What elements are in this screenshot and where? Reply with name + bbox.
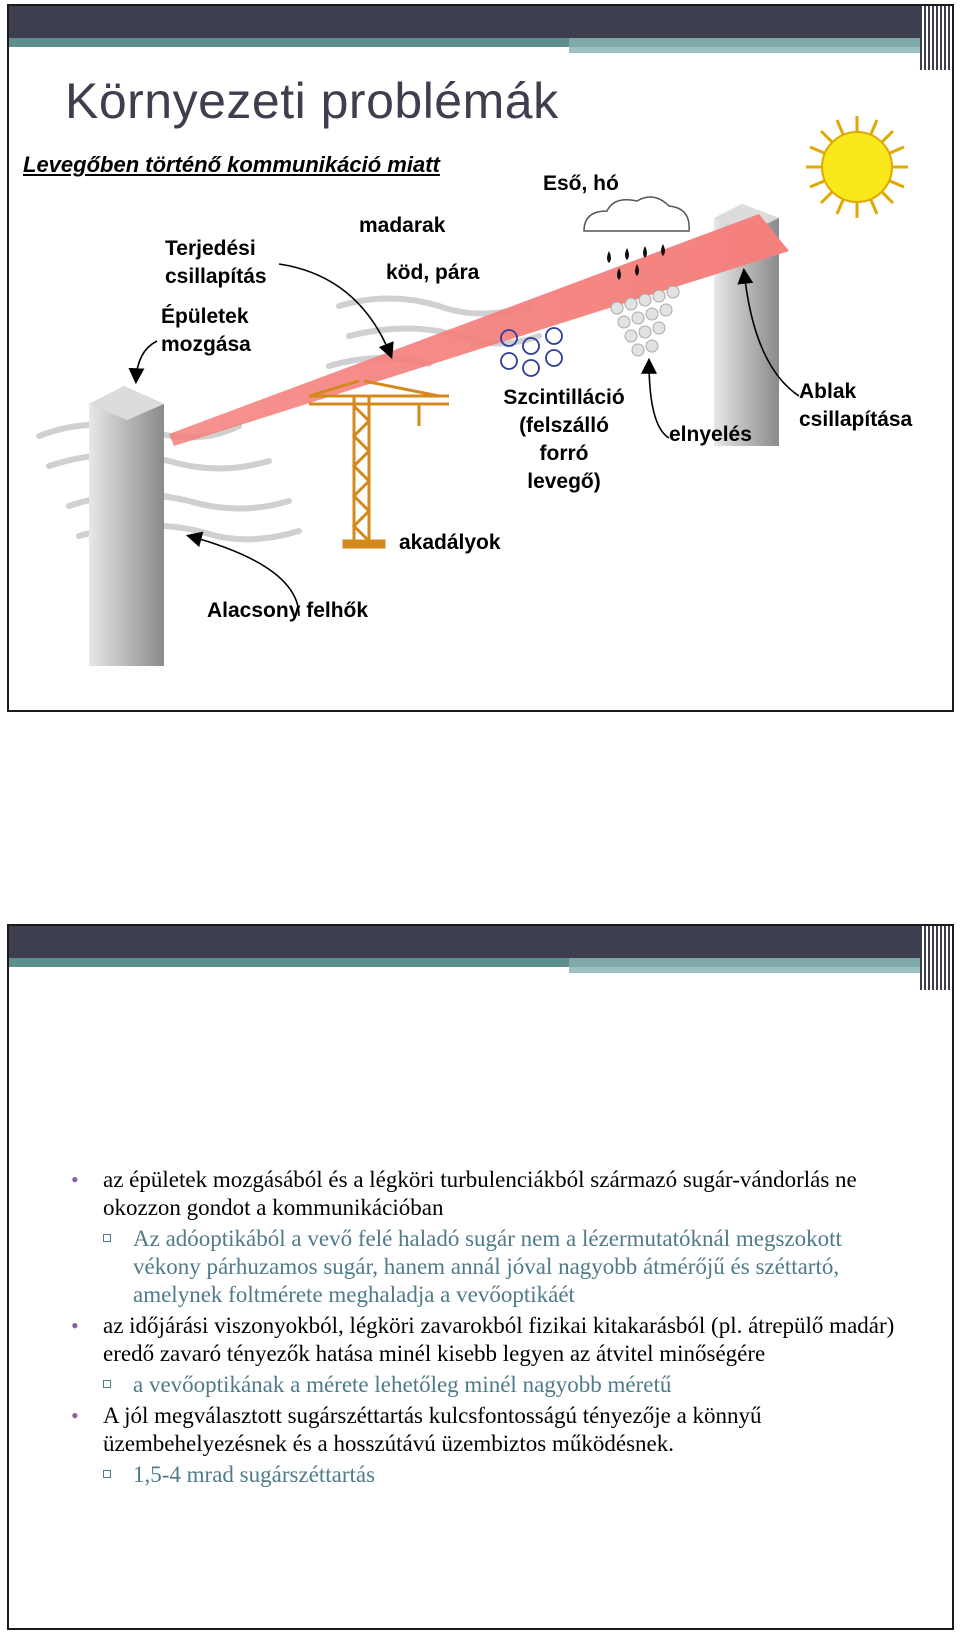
label-building-sway-1: Épületek	[161, 305, 249, 328]
label-obstacles: akadályok	[399, 531, 501, 554]
bullet-dot-icon: •	[71, 1167, 79, 1192]
left-building	[89, 386, 164, 666]
slide-header-bar	[9, 6, 952, 38]
label-window-loss-2: csillapítása	[799, 408, 913, 431]
rain-cloud-icon	[583, 196, 690, 280]
label-propagation-loss-2: csillapítás	[165, 265, 267, 288]
slide-environmental-problems: Környezeti problémák Levegőben történő k…	[7, 4, 954, 712]
slide-corner-stripes	[920, 926, 952, 990]
label-window-loss-1: Ablak	[799, 380, 857, 403]
label-low-clouds: Alacsony felhők	[207, 599, 369, 622]
slide-accent-bar-thin	[569, 967, 924, 973]
slide-accent-bar	[569, 958, 924, 967]
laser-beam	[169, 214, 789, 446]
absorption-particles	[610, 285, 680, 357]
label-rain-snow: Eső, hó	[543, 172, 619, 195]
bullet-dot-icon: •	[71, 1313, 79, 1338]
slide-accent-bar	[569, 38, 924, 47]
label-scintillation-3: forró	[539, 442, 589, 465]
slide-corner-stripes	[920, 6, 952, 70]
callout-arrows	[128, 263, 800, 617]
slide-title: Környezeti problémák	[65, 73, 559, 129]
label-absorption: elnyelés	[669, 423, 752, 446]
sub-bullet-item: Az adóoptikából a vevő felé haladó sugár…	[69, 1225, 909, 1309]
label-scintillation-4: levegő)	[527, 470, 601, 493]
label-scintillation-2: (felszálló	[519, 414, 609, 437]
bullet-dot-icon: •	[71, 1403, 79, 1428]
sun-icon	[806, 116, 908, 218]
bullet-item: •A jól megválasztott sugárszéttartás kul…	[71, 1403, 762, 1456]
sub-bullet-item: 1,5-4 mrad sugárszéttartás	[69, 1461, 909, 1489]
label-propagation-loss-1: Terjedési	[165, 237, 256, 260]
bullet-list: •az épületek mozgásából és a légköri tur…	[69, 1166, 909, 1492]
label-building-sway-2: mozgása	[161, 333, 251, 356]
square-bullet-icon	[103, 1470, 111, 1478]
slide-accent-bar	[9, 958, 569, 967]
sub-bullet-item: a vevőoptikának a mérete lehetőleg minél…	[69, 1371, 909, 1399]
bullet-item: •az időjárási viszonyokból, légköri zava…	[71, 1313, 895, 1366]
slide-beam-divergence: •az épületek mozgásából és a légköri tur…	[7, 924, 954, 1630]
square-bullet-icon	[103, 1234, 111, 1242]
bullet-item: •az épületek mozgásából és a légköri tur…	[71, 1167, 857, 1220]
square-bullet-icon	[103, 1380, 111, 1388]
free-space-optics-diagram	[36, 116, 908, 666]
label-birds: madarak	[359, 214, 446, 237]
slide-accent-bar	[9, 38, 569, 47]
label-fog: köd, pára	[386, 261, 480, 284]
slide-subtitle: Levegőben történő kommunikáció miatt	[23, 152, 440, 177]
slide-accent-bar-thin	[569, 47, 924, 53]
crane	[308, 379, 449, 549]
label-scintillation-1: Szcintilláció	[503, 386, 625, 409]
slide-header-bar	[9, 926, 952, 958]
scintillation-bubbles	[500, 327, 563, 377]
